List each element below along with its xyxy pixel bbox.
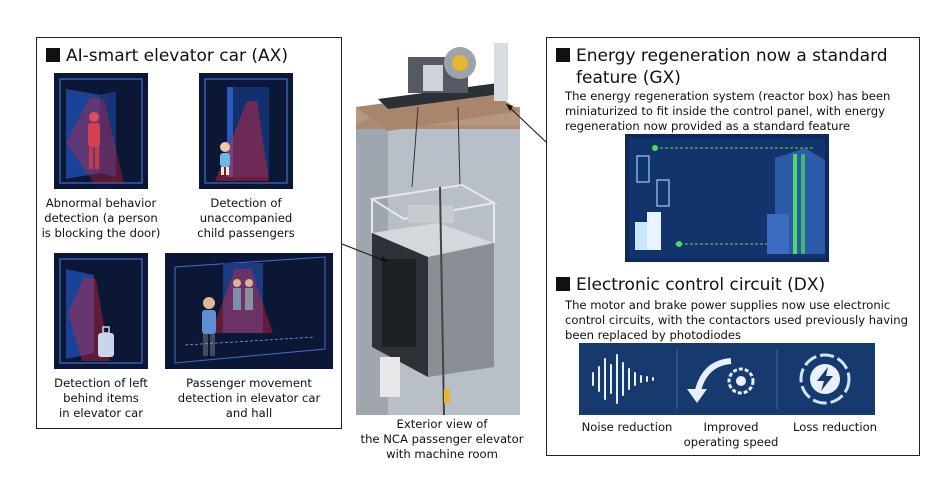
speed-arrow-gear-icon (687, 358, 755, 403)
ax-image-left-behind-items (54, 253, 148, 369)
noise-waveform-icon (592, 354, 654, 404)
heading-square-bullet (46, 48, 60, 62)
ax-image-passenger-movement (165, 253, 333, 369)
ax-heading: AI-smart elevator car (AX) (46, 45, 288, 67)
gx-dx-panel: Energy regeneration now a standard featu… (546, 37, 920, 456)
elevator-illustration (348, 37, 528, 415)
dx-label-loss-reduction: Loss reduction (792, 420, 878, 434)
ax-panel: AI-smart elevator car (AX) Abnormal beha… (36, 37, 342, 429)
dx-description: The motor and brake power supplies now u… (565, 298, 908, 342)
dx-heading: Electronic control circuit (DX) (556, 274, 825, 296)
ax-title: AI-smart elevator car (AX) (66, 46, 288, 66)
ax-image-child-passengers (199, 73, 293, 189)
heading-square-bullet (556, 48, 570, 62)
loss-reduction-icon (799, 353, 851, 405)
gx-energy-regeneration-image (625, 134, 829, 262)
heading-square-bullet (556, 277, 570, 291)
dx-label-noise-reduction: Noise reduction (581, 420, 673, 434)
gx-heading: Energy regeneration now a standard featu… (556, 45, 916, 89)
ax-image-abnormal-behavior (54, 73, 148, 189)
dx-icons-strip (579, 343, 875, 415)
gx-description: The energy regeneration system (reactor … (565, 89, 891, 133)
